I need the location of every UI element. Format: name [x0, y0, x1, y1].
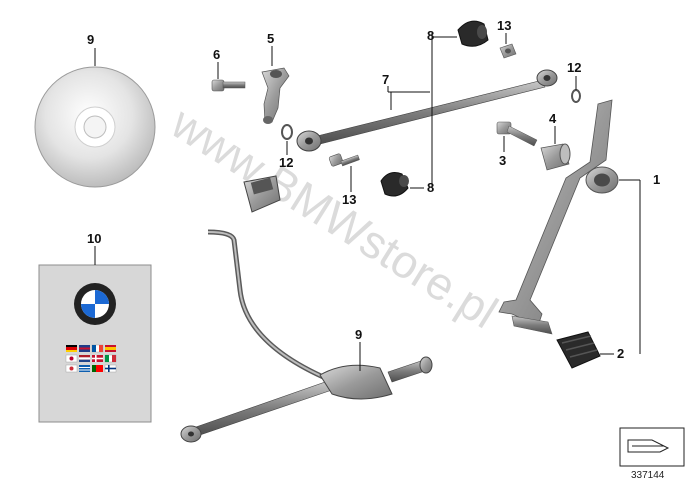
shift-rod-7: [296, 69, 558, 152]
callout-4: 4: [549, 111, 557, 126]
diagram-code: 337144: [631, 470, 665, 481]
callout-11: 10: [87, 231, 101, 246]
callout-2: 2: [617, 346, 624, 361]
bracket-lever-5: [261, 67, 290, 124]
bolt-3: [496, 121, 538, 147]
gearshift-lever-1: [498, 99, 619, 335]
callout-12-right: 12: [567, 60, 581, 75]
washer-12-right: [571, 89, 581, 103]
washer-12-left: [281, 124, 293, 140]
flag-icons: [65, 344, 117, 373]
footrest-rubber-2: [556, 331, 601, 369]
callout-13-bottom: 13: [342, 192, 356, 207]
manual-booklet: [38, 264, 152, 423]
callout-13-top: 13: [497, 18, 511, 33]
callout-8-top: 8: [427, 28, 434, 43]
bushing-4: [540, 143, 571, 171]
rubber-cap-8-top: [457, 20, 489, 47]
callout-7: 7: [382, 72, 389, 87]
rubber-cap-8-bottom: [380, 172, 409, 197]
callout-6: 6: [213, 47, 220, 62]
callout-5: 5: [267, 31, 274, 46]
nut-13-top: [499, 43, 517, 59]
shift-sensor-9: [180, 175, 433, 443]
callout-1: 1: [653, 172, 660, 187]
nav-arrow-icon[interactable]: [619, 427, 685, 467]
callout-10: 9: [87, 32, 94, 47]
cd-rom-icon: [34, 66, 156, 188]
callout-8-bottom: 8: [427, 180, 434, 195]
callout-9-label: 9: [355, 327, 362, 342]
callout-3: 3: [499, 153, 506, 168]
callout-12-left: 12: [279, 155, 293, 170]
bolt-13-bottom: [328, 153, 360, 167]
bolt-6: [211, 79, 246, 92]
bmw-logo-icon: [74, 283, 116, 325]
